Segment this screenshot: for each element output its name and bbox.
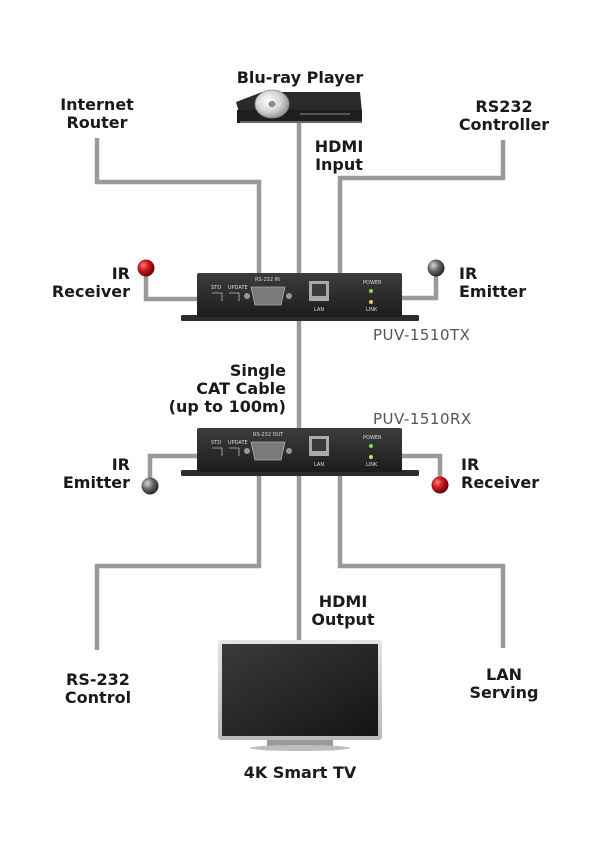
rs232-control-label: RS-232 Control: [64, 670, 132, 707]
smart-tv: [218, 640, 382, 751]
lan-serving-label: LAN Serving: [469, 665, 539, 702]
hdmi-input-label: HDMI Input: [314, 137, 364, 174]
ir-emitter-tx-cable: [402, 274, 439, 301]
internet-router-label: Internet Router: [60, 95, 134, 132]
smart-tv-label: 4K Smart TV: [243, 763, 357, 782]
single-cat-cable-label: Single CAT Cable (up to 100m): [168, 361, 286, 416]
rx-link-led: [369, 455, 373, 459]
ir-receiver-rx-cable: [402, 453, 443, 478]
rx-model-label: PUV-1510RX: [373, 410, 472, 428]
bluray-player-label: Blu-ray Player: [236, 68, 364, 87]
ir-emitter-rx-icon: [141, 477, 159, 495]
ir-receiver-tx-cable: [143, 275, 197, 302]
rx-power-label: POWER: [363, 435, 382, 441]
rx-rs232-label: RS-232 OUT: [253, 432, 284, 438]
ir-receiver-tx-label: IR Receiver: [51, 264, 130, 301]
tx-lan-label: LAN: [314, 307, 324, 313]
rs232-controller-cable: [337, 140, 506, 278]
ir-receiver-rx-icon: [431, 476, 449, 494]
hdmi-output-label: HDMI Output: [311, 592, 375, 629]
bluray-player: [236, 89, 362, 123]
tx-power-label: POWER: [363, 280, 382, 286]
rx-update-label: UPDATE: [228, 440, 248, 446]
tx-link-label: LINK: [366, 307, 378, 313]
tx-rs232-port-icon: [250, 286, 286, 306]
ir-emitter-rx-label: IR Emitter: [62, 455, 130, 492]
tv-screen: [222, 644, 378, 736]
rs232-control-cable: [94, 470, 262, 650]
ir-emitter-rx-cable: [147, 453, 197, 480]
ir-receiver-rx-label: IR Receiver: [461, 455, 540, 492]
lan-serving-cable: [337, 470, 506, 648]
rx-rs232-port-icon: [250, 441, 286, 461]
ir-emitter-tx-icon: [427, 259, 445, 277]
internet-router-cable: [94, 138, 262, 278]
rs232-controller-label: RS232 Controller: [458, 97, 550, 134]
rx-lan-label: LAN: [314, 462, 324, 468]
ir-emitter-tx-label: IR Emitter: [459, 264, 527, 301]
cables: [94, 122, 506, 650]
rx-std-label: STD: [211, 440, 221, 446]
rx-link-label: LINK: [366, 462, 378, 468]
tx-rs232-label: RS-232 IN: [255, 277, 280, 283]
tx-transmitter-unit: STD UPDATE RS-232 IN LAN POWER LINK: [181, 273, 419, 321]
rx-receiver-unit: STD UPDATE RS-232 OUT LAN POWER LINK: [181, 428, 419, 476]
rx-power-led: [369, 444, 373, 448]
tx-model-label: PUV-1510TX: [373, 326, 471, 344]
tx-link-led: [369, 300, 373, 304]
tx-std-label: STD: [211, 285, 221, 291]
tx-power-led: [369, 289, 373, 293]
ir-receiver-tx-icon: [137, 259, 155, 277]
tx-update-label: UPDATE: [228, 285, 248, 291]
